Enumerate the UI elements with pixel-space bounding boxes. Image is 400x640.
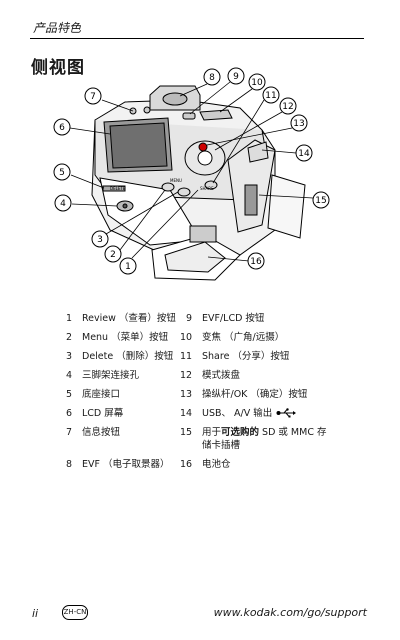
callout-13: 13 <box>293 119 304 129</box>
support-url[interactable]: www.kodak.com/go/support <box>213 606 367 619</box>
callout-markers: 1 2 3 4 5 6 7 8 9 10 11 12 13 14 15 16 <box>53 67 330 275</box>
menu-label: MENU <box>170 178 182 183</box>
language-badge: ZH-CN <box>62 605 88 620</box>
leader-lines <box>69 81 314 262</box>
page-number: ii <box>32 607 39 620</box>
callout-5: 5 <box>59 168 65 178</box>
callout-1: 1 <box>125 262 131 272</box>
callout-12: 12 <box>282 102 293 112</box>
callout-11: 11 <box>265 91 276 101</box>
callout-4: 4 <box>60 199 66 209</box>
legend-item: 14 USB、 A/V 输出 <box>180 407 297 420</box>
page-title: 侧视图 <box>31 58 85 78</box>
share-label: SHARE <box>200 186 214 191</box>
callout-2: 2 <box>110 250 116 260</box>
header-rule <box>30 38 364 39</box>
camera-diagram: DELETE MENU SHARE 1 2 3 4 5 6 7 <box>53 67 330 281</box>
dock-label: DELETE <box>110 186 126 191</box>
camera-illustration <box>91 85 306 281</box>
callout-8: 8 <box>209 73 215 83</box>
usb-icon <box>276 408 297 418</box>
callout-16: 16 <box>250 257 262 267</box>
callout-15: 15 <box>315 196 326 206</box>
legend-item: 15 用于可选购的 SD 或 MMC 存储卡插槽 <box>180 427 327 451</box>
section-header: 产品特色 <box>33 21 82 35</box>
callout-9: 9 <box>233 72 239 82</box>
callout-7: 7 <box>90 92 96 102</box>
callout-10: 10 <box>251 78 263 88</box>
callout-14: 14 <box>298 149 310 159</box>
callout-6: 6 <box>59 123 65 133</box>
callout-3: 3 <box>97 235 103 245</box>
